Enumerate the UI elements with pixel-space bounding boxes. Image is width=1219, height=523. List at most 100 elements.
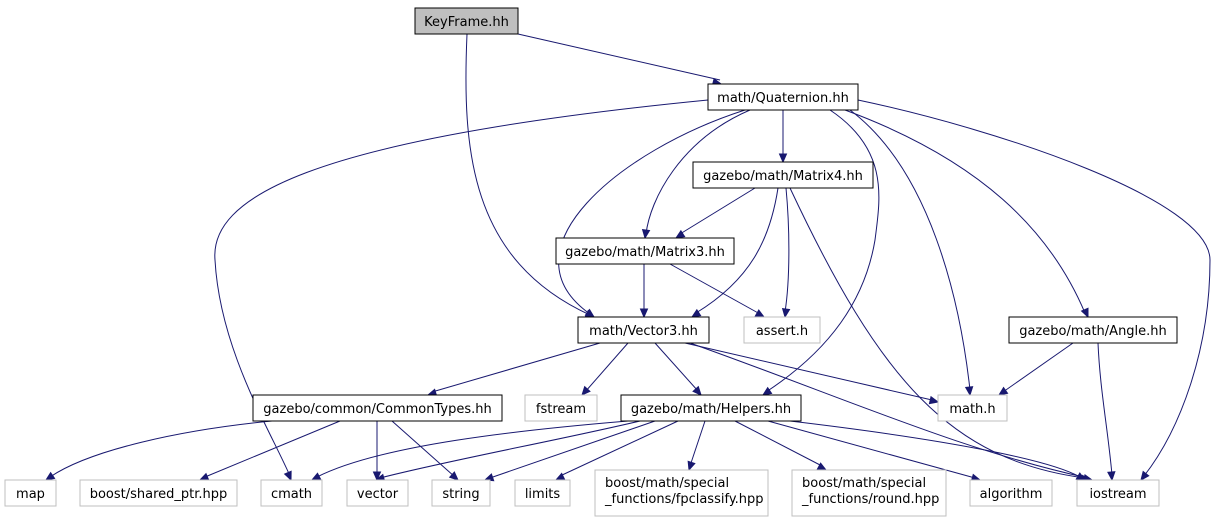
edge-line: [645, 109, 751, 235]
node-label: gazebo/math/Matrix4.hh: [703, 169, 863, 184]
edge-line: [316, 420, 629, 478]
node-label: limits: [525, 487, 561, 502]
edge-helpers-to-round: [734, 420, 828, 471]
node-box: [1008, 316, 1178, 344]
arrowhead-icon: [928, 395, 940, 405]
edge-line: [789, 420, 1081, 478]
edge-line: [765, 109, 880, 393]
edge-quaternion-to-iostream: [857, 99, 1211, 481]
node-angle[interactable]: gazebo/math/Angle.hh: [1008, 316, 1178, 344]
edge-angle-to-iostream: [1097, 342, 1116, 482]
node-round: boost/math/special_functions/round.hpp: [791, 469, 947, 517]
node-box: [969, 479, 1053, 507]
node-label: iostream: [1089, 487, 1146, 502]
arrowhead-icon: [448, 471, 459, 481]
node-label: vector: [357, 487, 399, 502]
arrowhead-icon: [581, 385, 591, 396]
node-commontypes[interactable]: gazebo/common/CommonTypes.hh: [252, 394, 503, 422]
edge-commontypes-to-map: [44, 420, 273, 481]
edge-quaternion-to-helpers: [761, 109, 880, 396]
node-assert: assert.h: [743, 316, 821, 344]
edge-keyframe-to-quaternion: [517, 33, 723, 87]
node-sharedptr: boost/shared_ptr.hpp: [79, 479, 238, 507]
arrowhead-icon: [584, 308, 596, 318]
node-box: [346, 479, 409, 507]
edge-matrix3-to-vector3: [639, 264, 649, 319]
node-map: map: [4, 479, 57, 507]
edge-matrix3-to-assert: [669, 263, 766, 318]
arrowhead-icon: [198, 472, 210, 481]
node-box: [252, 394, 503, 422]
edge-helpers-to-fpclassify: [687, 420, 706, 472]
edge-quaternion-to-matrix3: [641, 109, 751, 240]
arrowhead-icon: [1140, 470, 1150, 481]
node-box: [937, 394, 1008, 422]
node-box: [594, 469, 769, 517]
node-quaternion[interactable]: math/Quaternion.hh: [707, 83, 859, 111]
node-fstream: fstream: [524, 394, 598, 422]
node-label: gazebo/math/Angle.hh: [1019, 324, 1167, 339]
edge-quaternion-to-cmath: [214, 99, 709, 482]
node-vector3[interactable]: math/Vector3.hh: [577, 316, 710, 344]
arrowhead-icon: [641, 229, 651, 240]
edge-line: [849, 109, 971, 391]
node-label: gazebo/math/Helpers.hh: [631, 402, 791, 417]
node-box: [514, 479, 571, 507]
edge-line: [517, 33, 721, 81]
edge-line: [857, 99, 1211, 477]
node-label: math.h: [949, 402, 995, 417]
arrowhead-icon: [1107, 471, 1116, 482]
node-box: [555, 237, 735, 265]
node-cmath: cmath: [260, 479, 323, 507]
node-label: assert.h: [756, 324, 808, 339]
node-iostream: iostream: [1076, 479, 1160, 507]
edge-line: [734, 420, 823, 467]
edge-quaternion-to-angle: [844, 109, 1089, 319]
node-box: [743, 316, 821, 344]
edge-line: [789, 187, 1086, 479]
arrowhead-icon: [372, 471, 382, 482]
node-label: map: [16, 487, 45, 502]
node-label: gazebo/common/CommonTypes.hh: [263, 402, 491, 417]
edge-quaternion-to-mathh: [849, 109, 974, 397]
edge-line: [559, 420, 679, 477]
edges-layer: [44, 33, 1211, 484]
node-keyframe[interactable]: KeyFrame.hh: [414, 7, 519, 35]
node-matrix3[interactable]: gazebo/math/Matrix3.hh: [555, 237, 735, 265]
node-algorithm: algorithm: [969, 479, 1053, 507]
nodes-layer: KeyFrame.hh math/Quaternion.hh gazebo/math…: [4, 7, 1178, 517]
edge-quaternion-to-vector3: [558, 109, 746, 318]
node-box: [1076, 479, 1160, 507]
edge-line: [689, 420, 706, 467]
edge-line: [695, 187, 779, 314]
edge-line: [465, 33, 591, 316]
edge-vector3-to-fstream: [581, 342, 629, 396]
node-box: [620, 394, 802, 422]
arrowhead-icon: [44, 471, 56, 481]
edge-quaternion-to-matrix4: [778, 110, 788, 164]
edge-line: [689, 342, 1089, 479]
arrowhead-icon: [997, 386, 1009, 396]
arrowhead-icon: [283, 470, 292, 482]
node-helpers[interactable]: gazebo/math/Helpers.hh: [620, 394, 802, 422]
edge-line: [379, 420, 641, 479]
arrowhead-icon: [754, 309, 766, 318]
arrowhead-icon: [692, 385, 702, 396]
edge-line: [431, 342, 601, 393]
edge-line: [49, 420, 273, 478]
arrowhead-icon: [964, 386, 974, 397]
node-box: [707, 83, 859, 111]
node-mathh: math.h: [937, 394, 1008, 422]
node-box: [79, 479, 238, 507]
edge-line: [391, 420, 456, 478]
node-label: algorithm: [980, 487, 1043, 502]
node-label: boost/math/special: [802, 476, 926, 491]
edge-keyframe-to-vector3: [465, 33, 596, 318]
node-matrix4[interactable]: gazebo/math/Matrix4.hh: [692, 161, 874, 189]
edge-line: [669, 263, 761, 315]
edge-commontypes-to-sharedptr: [198, 420, 341, 481]
node-label: math/Quaternion.hh: [717, 91, 849, 106]
node-box: [692, 161, 874, 189]
node-label: _functions/round.hpp: [801, 492, 939, 507]
